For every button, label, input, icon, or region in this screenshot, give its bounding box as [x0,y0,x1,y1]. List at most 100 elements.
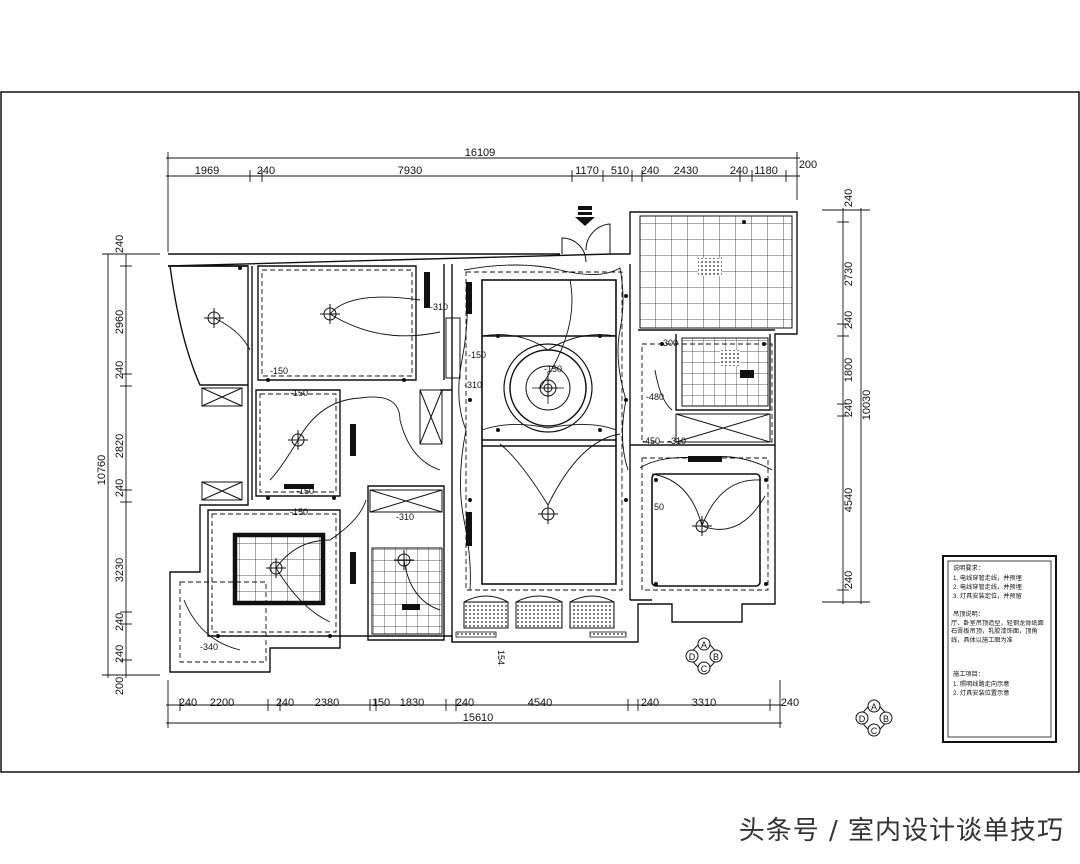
window-sill [589,631,627,638]
cabinet-symbols [201,317,771,513]
dim-right-overall: 10030 [861,390,873,421]
dim-top-seg: 510 [611,165,629,177]
height-label: -340 [200,642,218,652]
height-label: -310 [668,436,686,446]
dim-bottom-seg: 240 [276,697,294,709]
ceiling-lights [204,304,712,578]
walls [167,211,798,673]
dim-top-seg: 240 [641,165,659,177]
window-sill [455,631,497,638]
height-label: 50 [654,502,664,512]
dim-left-overall: 10760 [96,455,108,486]
height-label: -150 [468,350,486,360]
dim-bottom-seg: 240 [781,697,799,709]
entrance-door [561,223,611,263]
dim-left-seg: 3230 [114,558,126,582]
dim-right-seg: 4540 [843,488,855,512]
downlight-dots [216,220,768,638]
compass-letter: D [859,714,866,724]
dim-top-seg: 1969 [195,165,219,177]
dim-right-seg: 240 [843,189,855,207]
height-label: -310 [464,380,482,390]
dim-left-seg: 240 [114,235,126,253]
compass-letter: C [701,664,708,674]
ceiling-height-labels: -150 -150 -150 -150 -150 -150 -310 -310 … [200,302,686,665]
hatched-accent [720,350,740,366]
bath-tile-area [681,337,769,407]
dim-left-seg: 240 [114,645,126,663]
dim-left-seg: 240 [114,613,126,631]
height-label: -150 [290,388,308,398]
notes-box [942,555,1057,743]
dim-top-seg: 240 [730,165,748,177]
compass-letter: C [871,726,878,736]
ceiling-light-icon [320,304,340,324]
dim-top-seg: 1170 [575,165,599,177]
dim-left-seg: 240 [114,361,126,379]
notes-text: 说明要求： 1. 电线穿管走线，并预埋 2. 电线穿管走线，并预埋 3. 灯具安… [951,564,1044,697]
dim-top-seg: 240 [257,165,275,177]
notes-line: 1. 照明线路走向示意 [953,680,1009,688]
dining-tile-area [234,534,324,604]
height-label: -150 [544,364,562,374]
notes-title: 施工项目： [953,670,984,678]
ceiling-light-icon [538,378,558,398]
hatched-accent [698,258,722,276]
dim-bottom-seg: 4540 [528,697,552,709]
height-label: -150 [290,507,308,517]
compass-icon [685,637,723,675]
dim-left-seg: 200 [114,677,126,695]
compass-letter: D [689,652,696,662]
notes-title: 说明要求： [953,564,984,572]
compass-letter: A [871,702,877,712]
entry-arrow-icon [575,206,595,226]
height-label: -310 [430,302,448,312]
height-label: -150 [270,366,288,376]
ceiling-light-icon [538,504,558,524]
dim-bottom-seg: 2200 [210,697,234,709]
notes-title: 吊顶说明： [953,610,984,618]
compass-letter: A [701,640,707,650]
dim-top-seg: 7930 [398,165,422,177]
dim-right-seg: 240 [843,571,855,589]
drawing-frame [0,91,1080,773]
ceiling-light-icon [204,308,224,328]
dim-bottom-seg: 150 [372,697,390,709]
dim-bottom-seg: 3310 [692,697,716,709]
compass-letter: B [883,714,889,724]
notes-line: 3. 灯具安装定位，并预留 [953,592,1022,600]
dimension-lines [102,152,870,728]
right-dimension-texts: 10030 240 2730 240 1800 240 4540 240 [843,189,873,589]
compass-letter: B [713,652,719,662]
height-label: 154 [496,650,506,665]
notes-paragraph-box: 厅、卧室吊顶造型，轻钢龙骨纸面石膏板吊顶，乳胶漆饰面，顶角线，具体以施工图为准 [951,620,1044,644]
height-label: -300 [660,338,678,348]
notes-paragraph: 厅、卧室吊顶造型，轻钢龙骨纸面石膏板吊顶，乳胶漆饰面，顶角线，具体以施工图为准 [951,620,1044,644]
dim-bottom-seg: 240 [456,697,474,709]
ceiling-light-icon [266,558,286,578]
dim-left-seg: 240 [114,479,126,497]
ceiling-light-icon [288,430,308,450]
dim-bottom-seg: 2380 [315,697,339,709]
dim-bottom-seg: 240 [179,697,197,709]
dim-left-seg: 2820 [114,434,126,458]
ceiling-light-icon [692,516,712,536]
notes-line: 2. 电线穿管走线，并预埋 [953,583,1022,591]
dim-right-seg: 1800 [843,358,855,382]
height-label: -310 [396,512,414,522]
dim-bottom-seg: 240 [641,697,659,709]
watermark-text: 头条号 / 室内设计谈单技巧 [738,816,1064,846]
dim-top-seg: 2430 [674,165,698,177]
toilet-tile-area [371,547,443,635]
wall-fixtures [284,272,754,610]
height-label: -150 [296,486,314,496]
dim-right-seg: 240 [843,311,855,329]
compass-icon [855,699,893,737]
dim-bottom-seg: 1830 [400,697,424,709]
height-label: -480 [646,392,664,402]
dim-left-seg: 2960 [114,310,126,334]
left-dimension-texts: 10760 240 2960 240 2820 240 3230 240 240… [96,235,126,695]
dim-top-overall: 16109 [465,147,496,159]
dim-right-seg: 240 [843,399,855,417]
